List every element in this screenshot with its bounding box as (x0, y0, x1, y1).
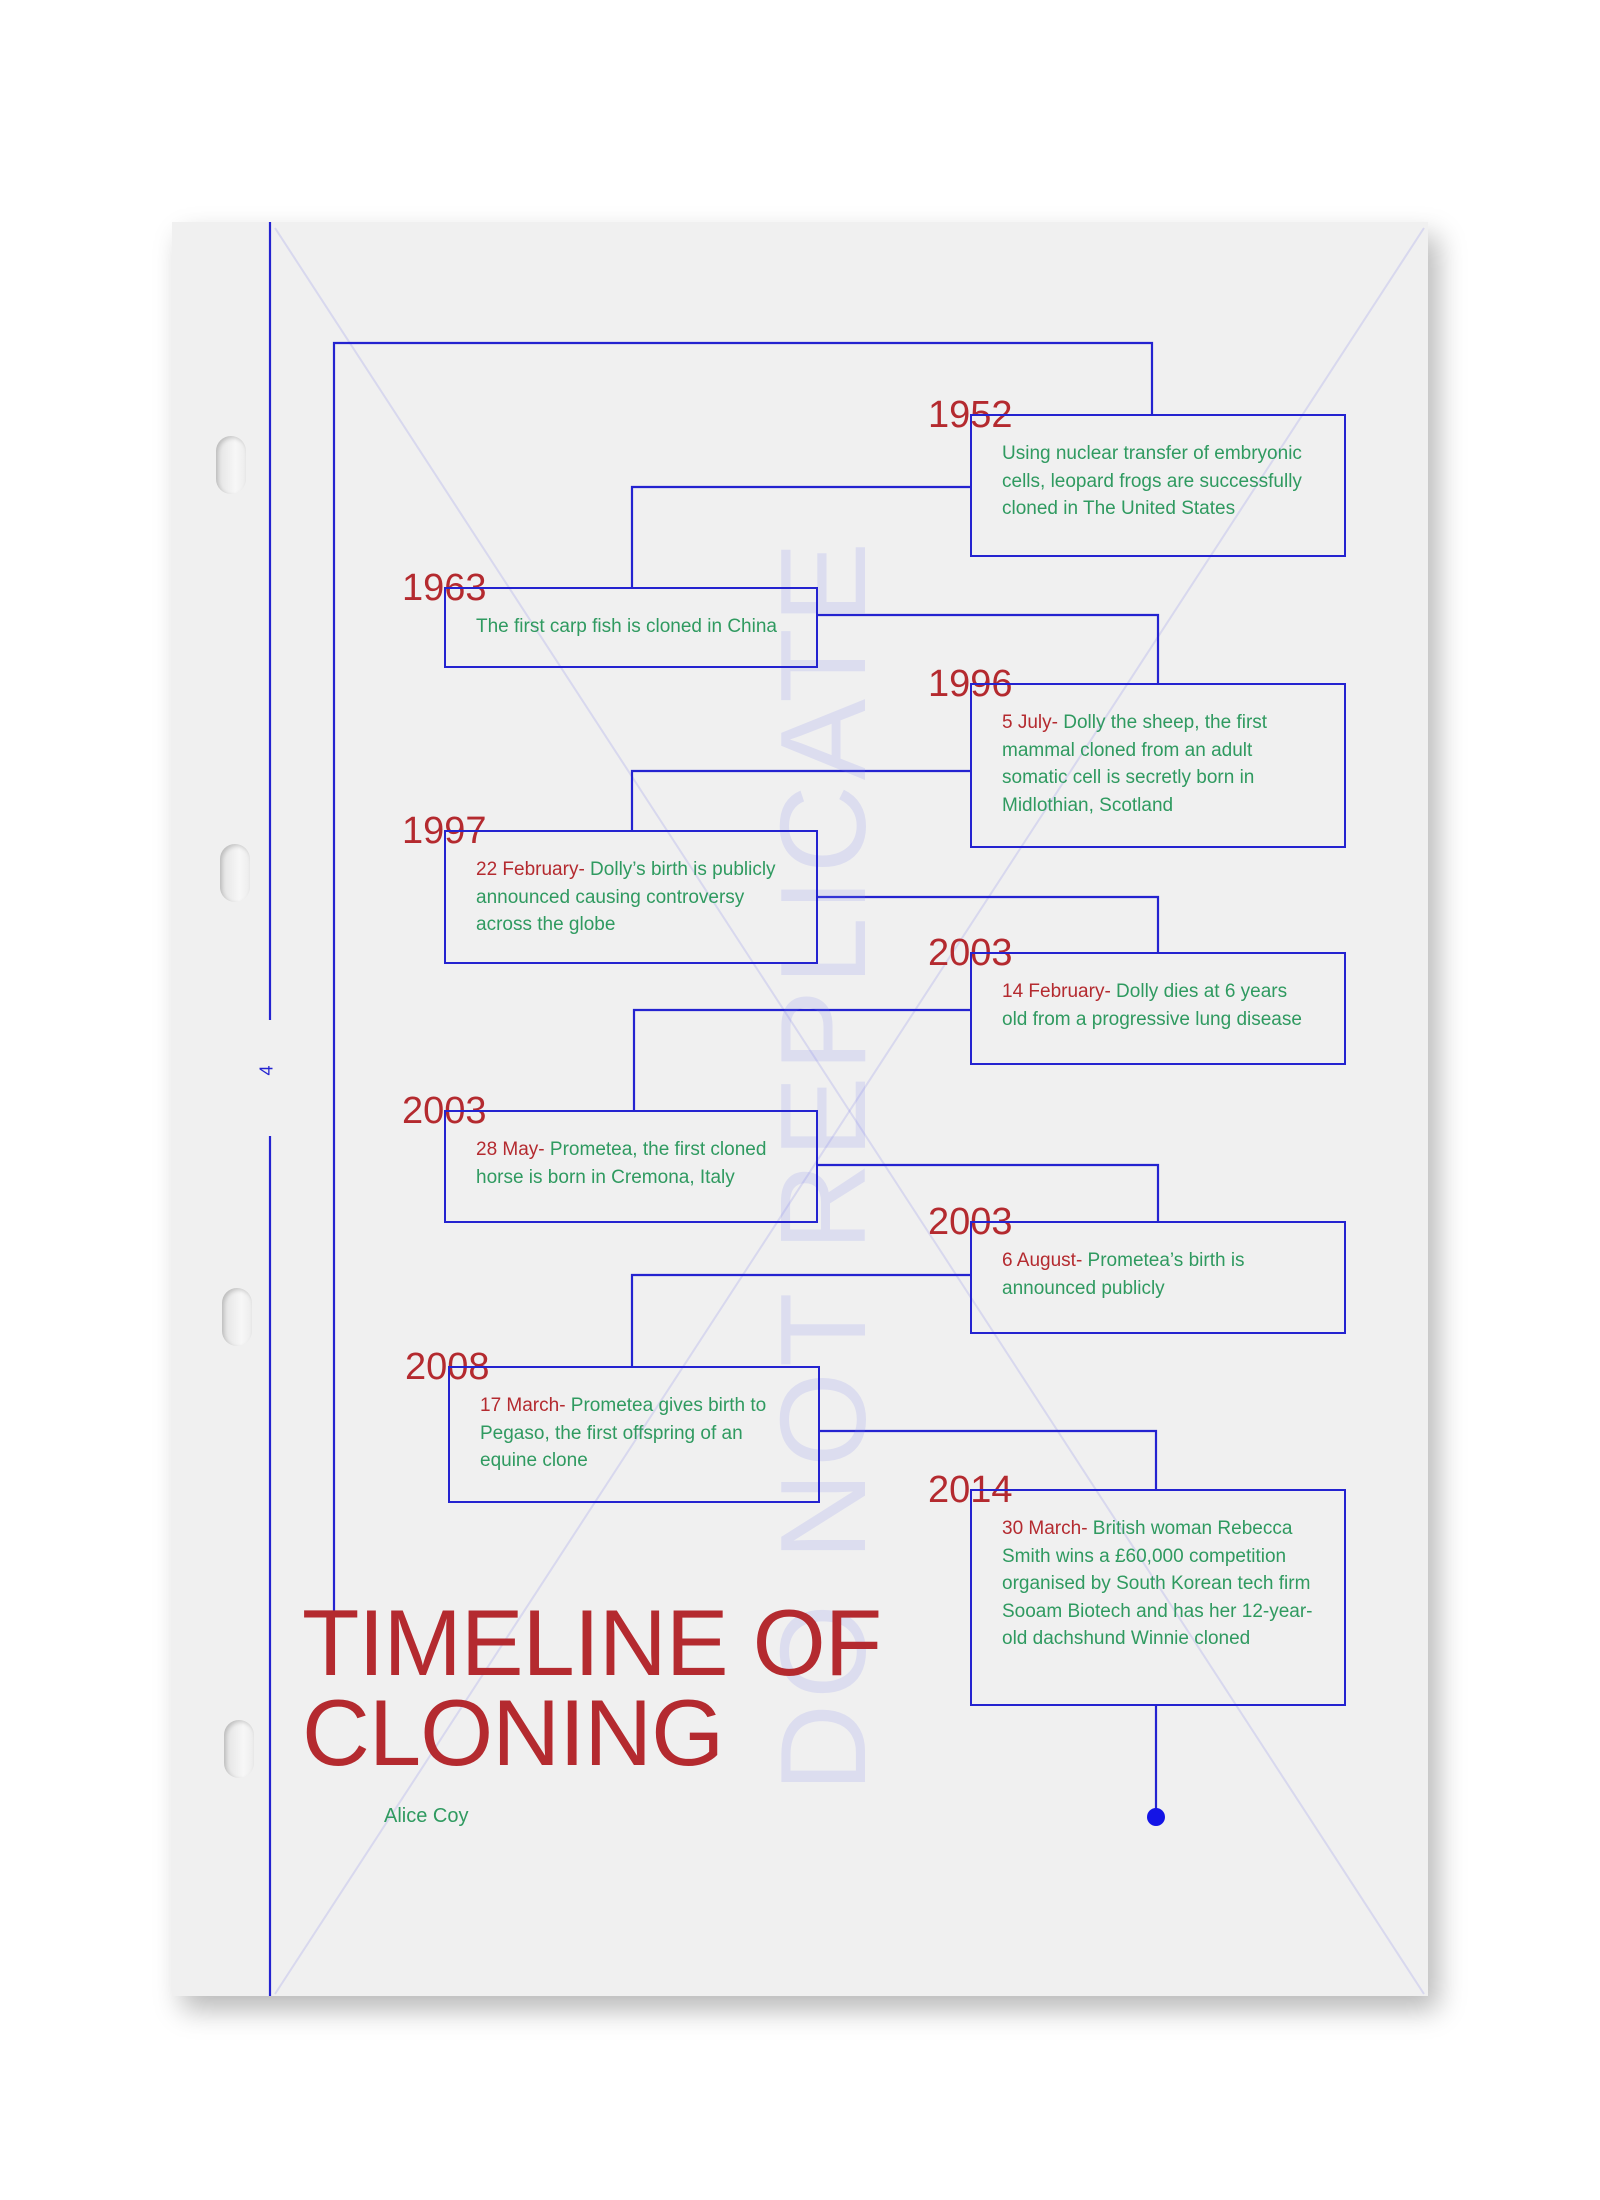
event-box-2008: 17 March- Prometea gives birth to Pegaso… (448, 1366, 820, 1503)
event-description: The first carp fish is cloned in China (476, 616, 777, 637)
event-date: 17 March- (480, 1395, 566, 1416)
binder-hole (222, 1288, 252, 1346)
event-description: Dolly’s birth is publicly announced caus… (476, 859, 776, 935)
event-box-2014: 30 March- British woman Rebecca Smith wi… (970, 1489, 1346, 1706)
title-line: CLONING (302, 1680, 724, 1785)
document-title: TIMELINE OF CLONING (302, 1590, 882, 1785)
timeline-start-connector (332, 341, 1154, 1614)
event-date: 6 August- (1002, 1250, 1083, 1271)
event-date: 28 May- (476, 1139, 545, 1160)
event-description: Prometea, the first cloned horse is born… (476, 1139, 767, 1188)
connector-1997-2003 (818, 895, 1160, 952)
event-description: Using nuclear transfer of embryonic cell… (1002, 443, 1302, 519)
event-box-1963: The first carp fish is cloned in China (444, 587, 818, 668)
event-date: 5 July- (1002, 712, 1058, 733)
event-box-1952: Using nuclear transfer of embryonic cell… (970, 414, 1346, 557)
connector-1996-1997 (630, 769, 970, 830)
event-box-1997: 22 February- Dolly’s birth is publicly a… (444, 830, 818, 964)
event-date: 14 February- (1002, 981, 1111, 1002)
event-box-2003-dolly: 14 February- Dolly dies at 6 years old f… (970, 952, 1346, 1065)
connector-1952-1963 (630, 485, 970, 587)
connector-2008-2014 (820, 1429, 1158, 1489)
title-line: TIMELINE OF (302, 1590, 882, 1695)
connector-2003c-2008 (630, 1273, 970, 1366)
event-box-2003-prometea-announced: 6 August- Prometea’s birth is announced … (970, 1221, 1346, 1334)
page-number: 4 (256, 1065, 277, 1076)
event-date: 30 March- (1002, 1518, 1088, 1539)
event-description: British woman Rebecca Smith wins a £60,0… (1002, 1518, 1313, 1649)
document-page (172, 222, 1428, 1996)
event-description: Prometea’s birth is announced publicly (1002, 1250, 1245, 1299)
timeline-end-dot (1147, 1808, 1165, 1826)
event-description: Dolly the sheep, the first mammal cloned… (1002, 712, 1268, 816)
event-box-1996: 5 July- Dolly the sheep, the first mamma… (970, 683, 1346, 848)
binder-hole (220, 844, 250, 902)
event-description: Prometea gives birth to Pegaso, the firs… (480, 1395, 767, 1471)
binder-hole (224, 1720, 254, 1778)
connector-2003b-2003c (818, 1163, 1160, 1221)
binder-hole (216, 436, 246, 494)
event-box-2003-prometea-born: 28 May- Prometea, the first cloned horse… (444, 1110, 818, 1223)
event-description: Dolly dies at 6 years old from a progres… (1002, 981, 1302, 1030)
background-cross (274, 227, 1425, 1995)
author-name: Alice Coy (384, 1805, 469, 1827)
connector-1963-1996 (818, 613, 1160, 683)
event-date: 22 February- (476, 859, 585, 880)
connector-2003a-2003b (632, 1008, 970, 1110)
